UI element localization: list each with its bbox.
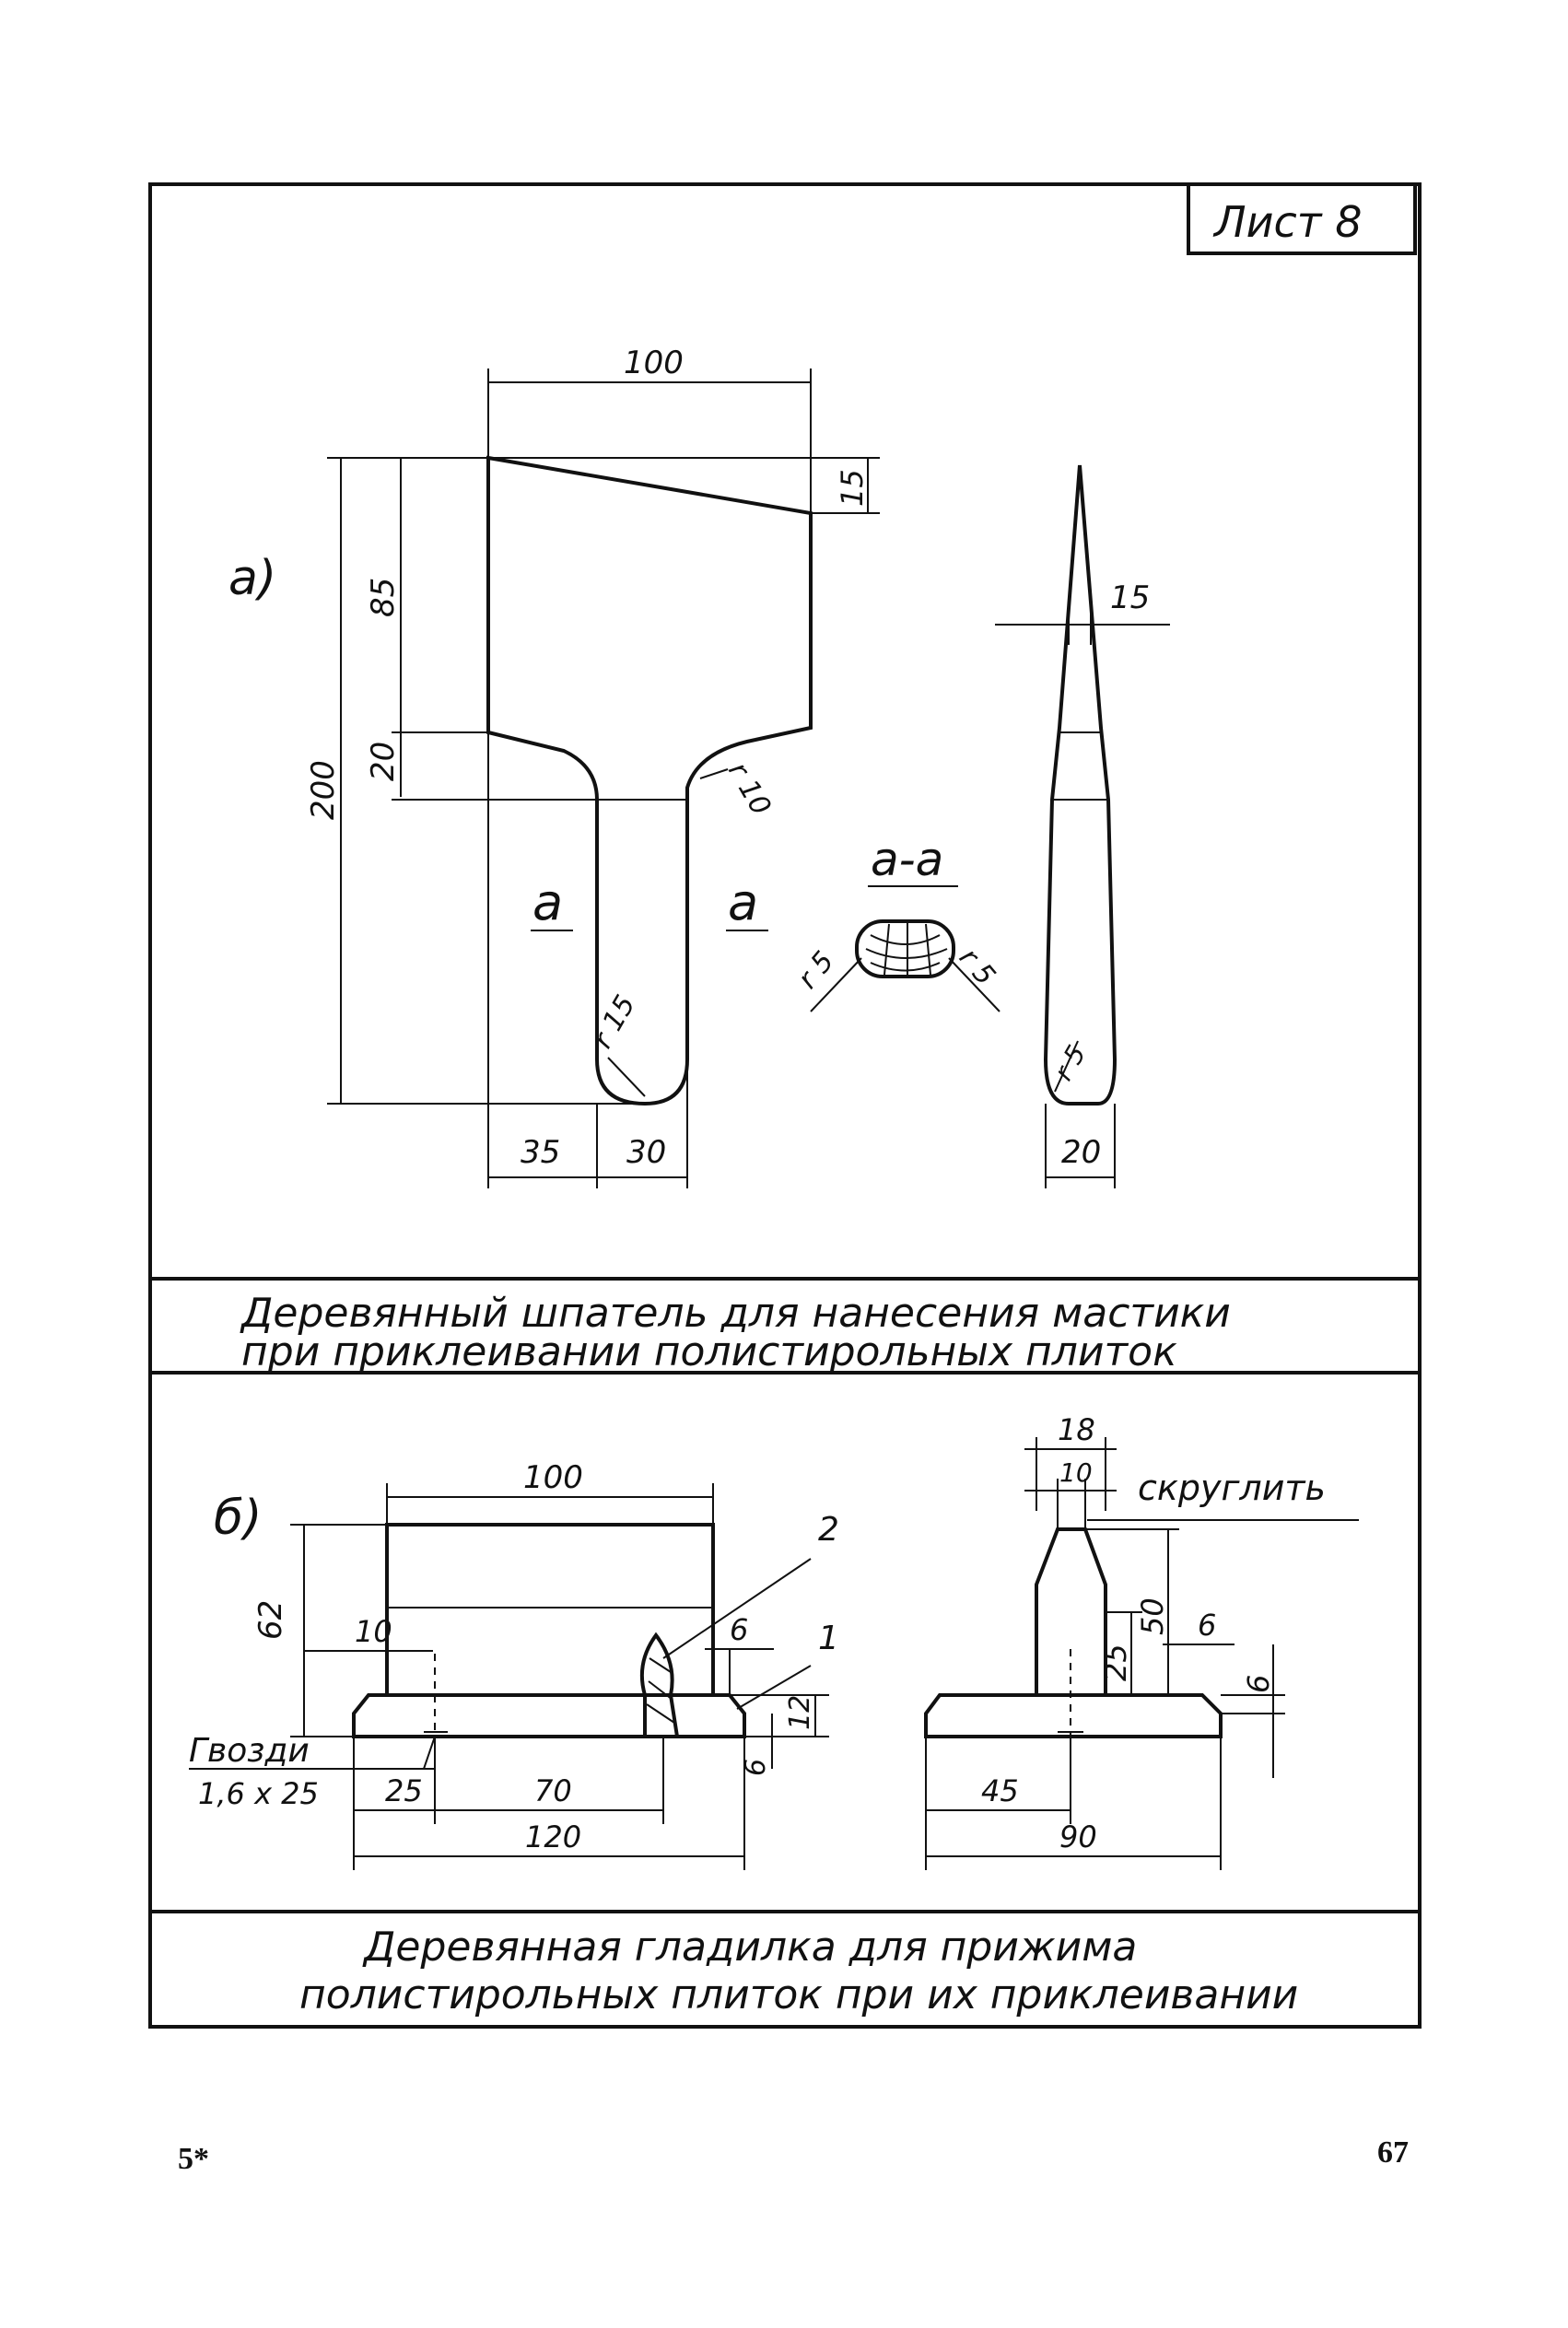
dim-a-15: 15 (835, 469, 870, 507)
dim-b-6-bottom: 6 (740, 1759, 772, 1776)
dim-side-6b: 6 (1241, 1675, 1276, 1693)
dim-a-100: 100 (624, 345, 684, 381)
page-left-mark: 5* (178, 2142, 209, 2176)
nails-size-label: 1,6 x 25 (198, 1776, 319, 1811)
dim-b-100: 100 (523, 1459, 583, 1496)
spatula-front-dimensions (327, 369, 880, 1188)
nails-label: Гвозди (189, 1732, 310, 1770)
dim-a-r10: r 10 (721, 757, 777, 822)
caption-a-line2: при приклеивании полистирольных плиток (241, 1328, 1177, 1375)
figure-a-marker: a) (228, 551, 276, 606)
section-mark-right: a (728, 873, 758, 931)
dim-side-18: 18 (1058, 1412, 1095, 1447)
dim-a-30: 30 (626, 1134, 666, 1171)
dim-side-20: 20 (1061, 1134, 1101, 1171)
dim-side-25: 25 (1098, 1644, 1133, 1681)
dim-b-120: 120 (525, 1819, 581, 1854)
dim-side-45: 45 (981, 1773, 1019, 1808)
dim-side-90: 90 (1059, 1819, 1097, 1854)
dim-side-10: 10 (1059, 1457, 1093, 1488)
caption-b-line2: полистирольных плиток при их приклеивани… (299, 1971, 1298, 2018)
caption-b-line1: Деревянная гладилка для прижима (362, 1924, 1137, 1971)
part-2-label: 2 (818, 1511, 839, 1549)
sheet-label: Лист 8 (1212, 197, 1362, 247)
dim-a-20: 20 (365, 742, 402, 781)
dim-b-70: 70 (534, 1773, 572, 1808)
float-front-view (352, 1523, 746, 1738)
float-front-dimensions (189, 1483, 829, 1870)
dim-side-15: 15 (1110, 579, 1150, 616)
part-1-label: 1 (818, 1620, 839, 1657)
dim-b-62: 62 (252, 1600, 289, 1640)
round-off-label: скруглить (1138, 1468, 1326, 1508)
page-number: 67 (1377, 2135, 1409, 2170)
figure-b-marker: б) (214, 1491, 262, 1546)
dim-side-6a: 6 (1198, 1608, 1216, 1643)
dim-b-12: 12 (784, 1695, 816, 1730)
float-side-dimensions (925, 1437, 1359, 1870)
dim-a-r15: r 15 (587, 989, 642, 1054)
section-r5-right: r 5 (953, 942, 1001, 992)
caption-a-line1: Деревянный шпатель для нанесения мастики (240, 1290, 1231, 1337)
dim-side-50: 50 (1135, 1597, 1170, 1635)
dim-b-25: 25 (385, 1773, 423, 1808)
dim-side-r5: r 5 (1047, 1040, 1092, 1086)
dim-b-10: 10 (355, 1614, 392, 1649)
dim-a-35: 35 (521, 1134, 560, 1171)
spatula-side-view (995, 464, 1170, 1188)
sheet-frame (148, 182, 1422, 2029)
dim-a-85: 85 (365, 578, 402, 617)
spatula-front-view (486, 455, 813, 1106)
section-mark-left: a (532, 873, 563, 931)
dim-b-6-top: 6 (730, 1612, 748, 1647)
dim-a-200: 200 (305, 760, 342, 820)
float-side-view (924, 1527, 1223, 1738)
section-title: a-a (871, 833, 943, 886)
section-profile (810, 919, 1000, 1012)
